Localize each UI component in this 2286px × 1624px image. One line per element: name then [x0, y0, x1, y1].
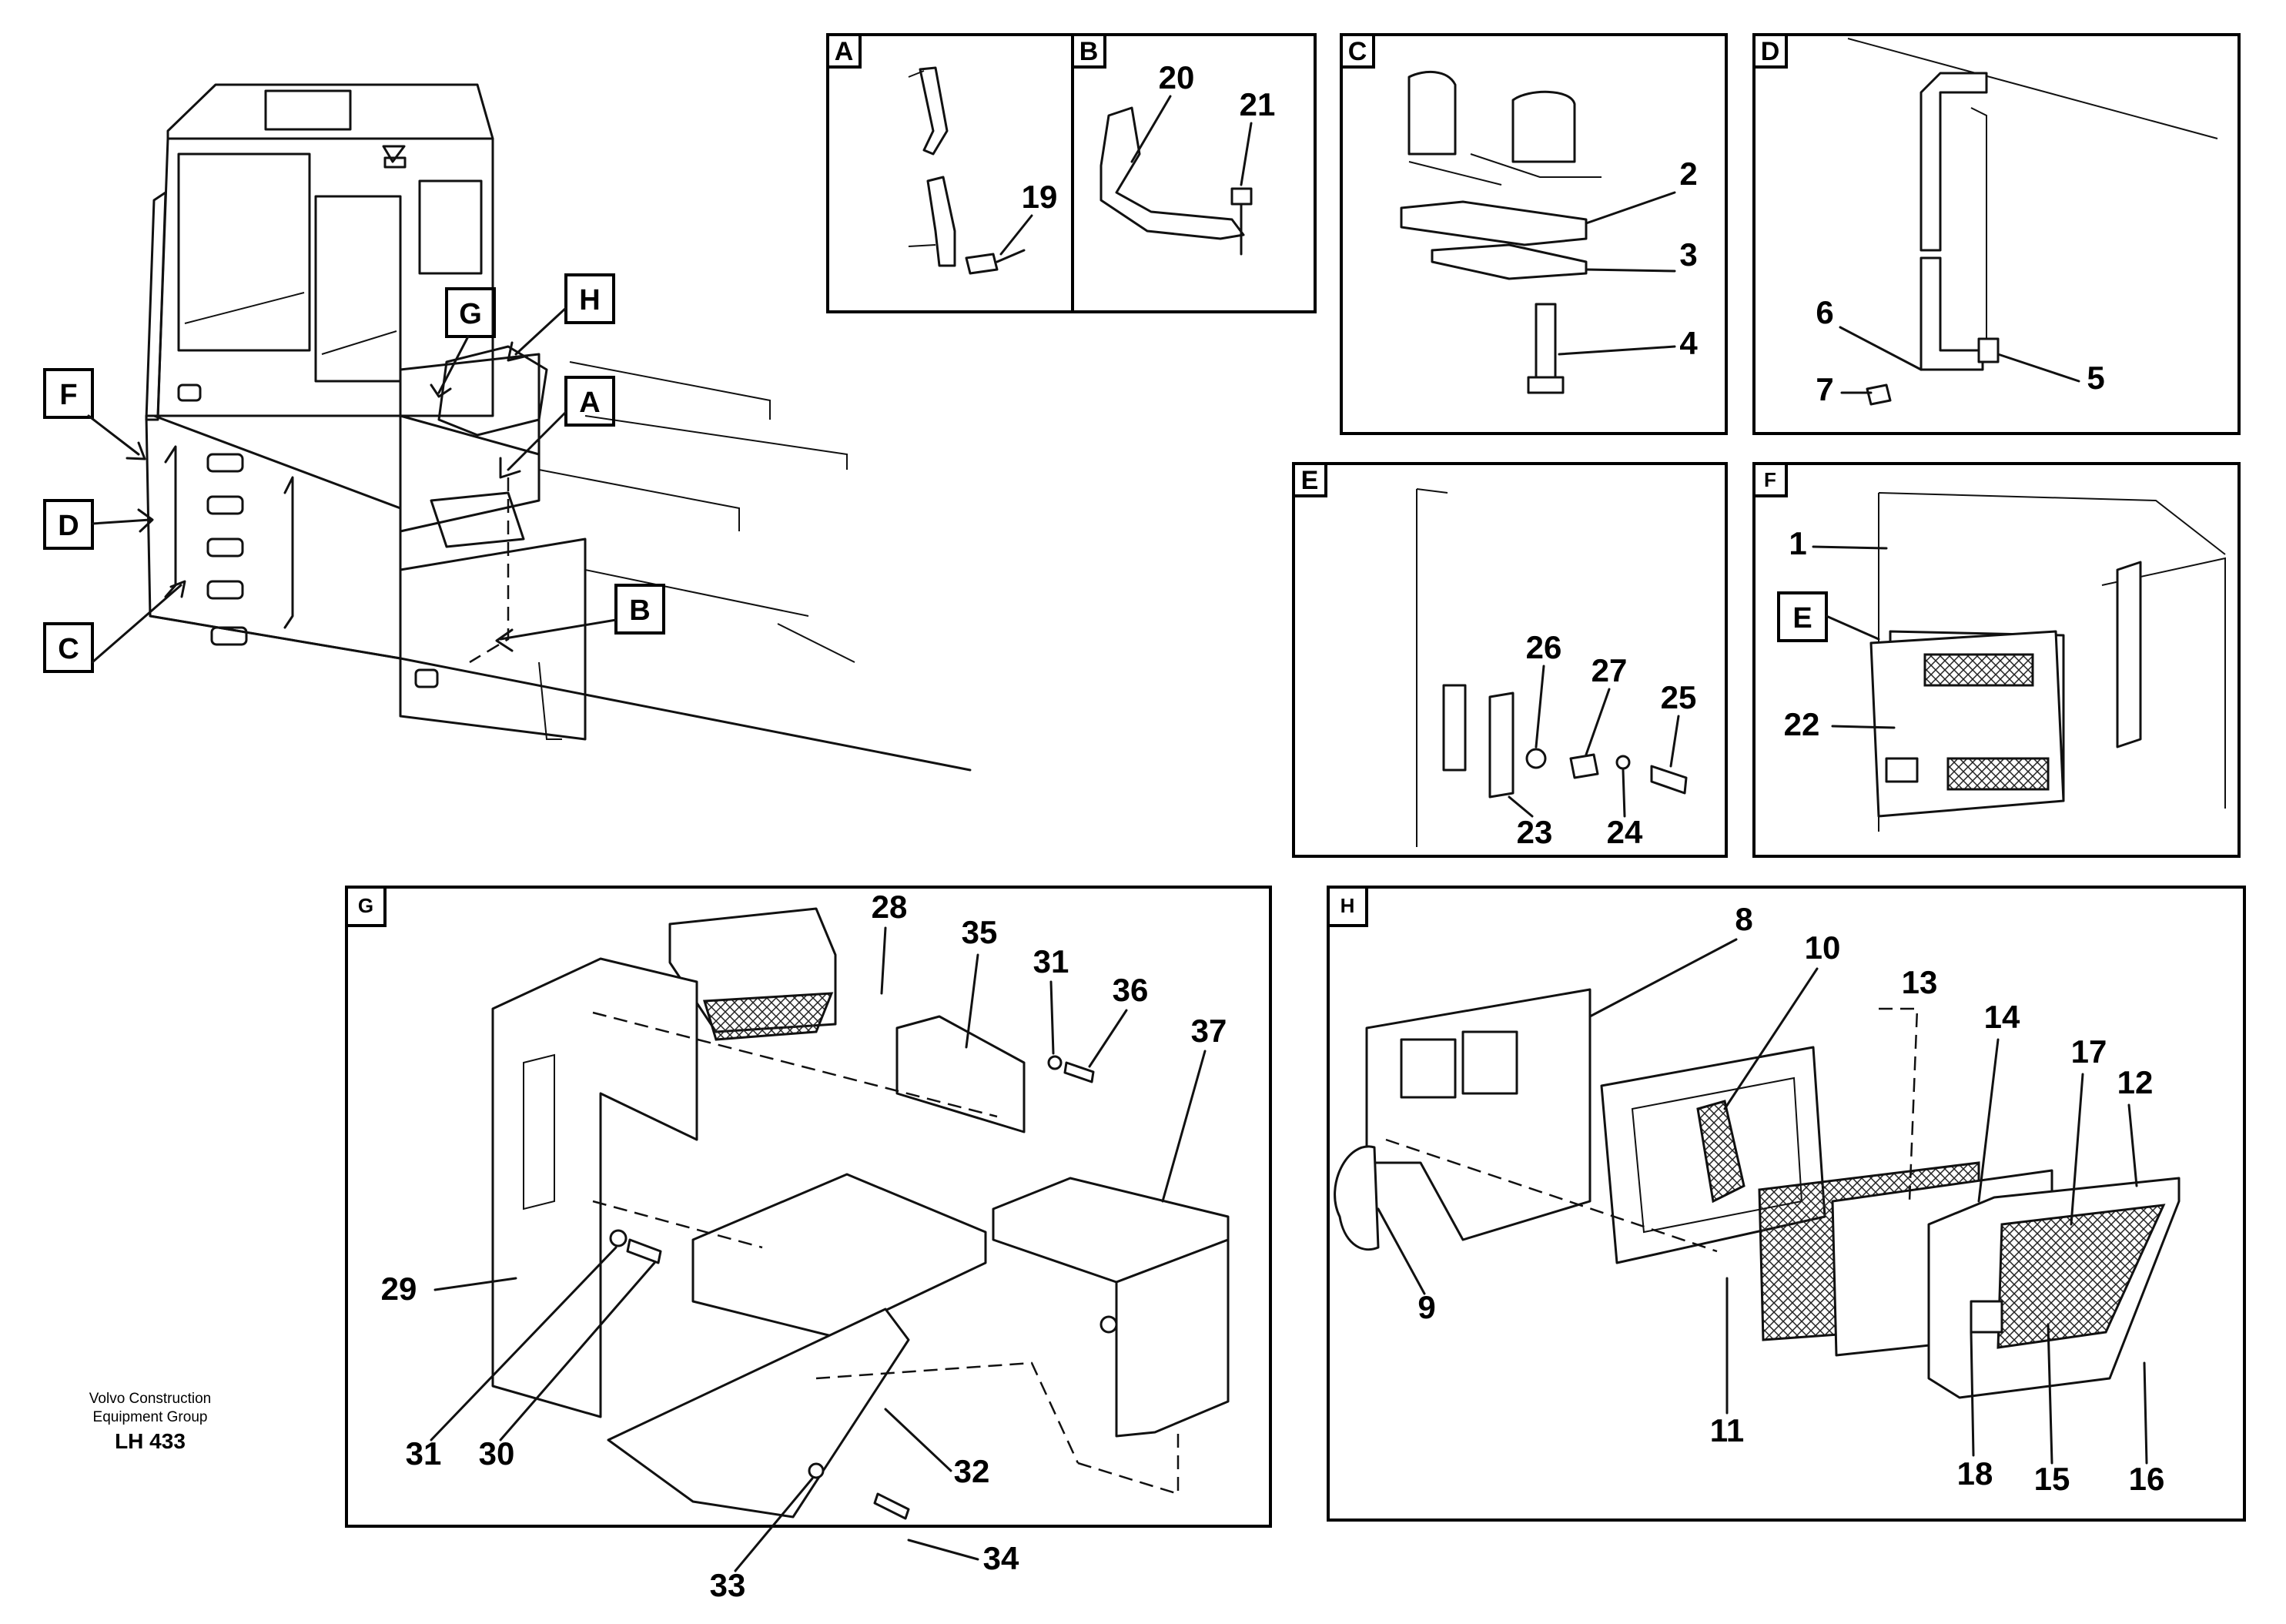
- overview-callouts: G H A F D B C: [43, 273, 665, 673]
- part-20: 20: [1159, 59, 1195, 95]
- callout-G: G: [459, 298, 482, 330]
- part-23: 23: [1517, 814, 1553, 850]
- panel-A-label: A: [835, 37, 854, 66]
- credit-line-1: Volvo Construction: [89, 1391, 212, 1407]
- callout-G-box: [445, 287, 496, 338]
- overview-machine: [145, 83, 972, 772]
- panel-E: E 26 27 25 23 24: [1292, 462, 1728, 858]
- callout-H-box: [564, 273, 615, 324]
- part-30: 30: [479, 1435, 515, 1472]
- panel-E-label: E: [1301, 466, 1319, 495]
- panel-B-label: B: [1079, 37, 1099, 66]
- part-16: 16: [2129, 1461, 2165, 1497]
- part-22: 22: [1784, 706, 1820, 742]
- part-28: 28: [872, 889, 908, 925]
- part-37: 37: [1191, 1013, 1227, 1049]
- part-17: 17: [2071, 1033, 2107, 1070]
- panel-A: A 19: [826, 33, 1074, 313]
- part-1: 1: [1789, 525, 1806, 561]
- part-31-top: 31: [1033, 943, 1069, 979]
- part-18: 18: [1957, 1455, 1993, 1492]
- drawing-code: LH 433: [115, 1429, 186, 1453]
- part-13: 13: [1902, 964, 1938, 1000]
- panel-G-label: G: [358, 894, 373, 917]
- callout-A-box: [564, 376, 615, 427]
- callout-C: C: [58, 633, 79, 665]
- part-9: 9: [1417, 1289, 1435, 1325]
- credit-block: Volvo Construction Equipment Group LH 43…: [73, 1390, 227, 1456]
- panel-H-label: H: [1340, 894, 1355, 917]
- part-11: 11: [1710, 1412, 1744, 1448]
- part-34: 34: [983, 1540, 1019, 1576]
- panel-C: C 2 3 4: [1340, 33, 1728, 435]
- part-24: 24: [1607, 814, 1643, 850]
- panel-F-label: F: [1764, 468, 1776, 491]
- part-33: 33: [710, 1567, 746, 1603]
- part-10: 10: [1805, 929, 1841, 966]
- callout-F: F: [59, 379, 77, 411]
- part-7: 7: [1816, 371, 1833, 407]
- part-25: 25: [1661, 679, 1697, 715]
- part-32: 32: [954, 1453, 990, 1489]
- part-29: 29: [381, 1271, 417, 1307]
- part-2: 2: [1679, 156, 1697, 192]
- part-21: 21: [1240, 86, 1276, 122]
- panel-G: G 28 35 31 36 37 29 31 30: [345, 886, 1272, 1603]
- credit-line-2: Equipment Group: [92, 1409, 208, 1425]
- panel-D: D 6 5 7: [1752, 33, 2241, 435]
- part-36: 36: [1113, 972, 1149, 1008]
- callout-B: B: [629, 594, 650, 627]
- panel-D-label: D: [1761, 37, 1780, 66]
- part-15: 15: [2034, 1461, 2070, 1497]
- callout-H: H: [579, 284, 600, 316]
- callout-D: D: [58, 510, 79, 542]
- panel-H: H 8 10 13 14 17 12 9 11 18: [1327, 886, 2246, 1522]
- part-3: 3: [1679, 236, 1697, 273]
- part-8: 8: [1735, 901, 1752, 937]
- part-14: 14: [1984, 999, 2020, 1035]
- callout-C-box: [43, 622, 94, 673]
- part-31-bottom: 31: [406, 1435, 442, 1472]
- part-6: 6: [1816, 294, 1833, 330]
- part-27: 27: [1591, 652, 1628, 688]
- callout-F-box: [43, 368, 94, 419]
- callout-B-box: [614, 584, 665, 635]
- part-4: 4: [1679, 325, 1698, 361]
- panel-C-label: C: [1348, 37, 1367, 66]
- panel-F: F E 1 22: [1752, 462, 2241, 858]
- part-12: 12: [2117, 1064, 2154, 1100]
- panel-B: B 20 21: [1071, 33, 1317, 313]
- callout-A: A: [579, 387, 600, 419]
- part-35: 35: [962, 914, 998, 950]
- part-19: 19: [1022, 179, 1058, 215]
- panel-F-callout-E: E: [1792, 602, 1812, 635]
- part-26: 26: [1526, 629, 1562, 665]
- part-5: 5: [2087, 360, 2104, 396]
